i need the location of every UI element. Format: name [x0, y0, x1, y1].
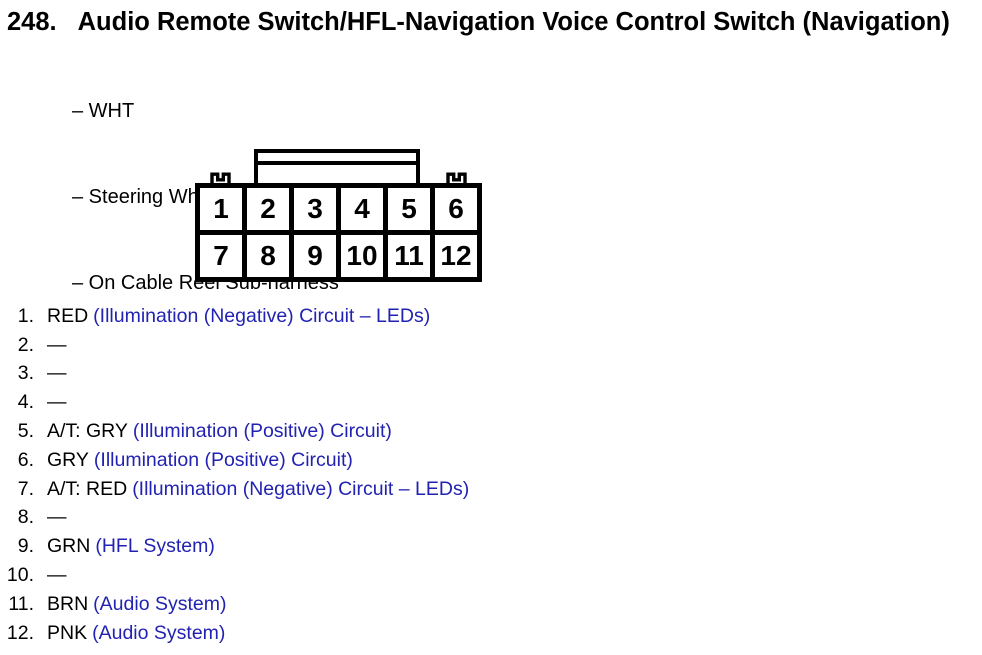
wire-color: RED: [47, 304, 89, 327]
connector-mount-tab-right: [446, 171, 467, 183]
wire-color: —: [47, 333, 67, 356]
pin-row: 5. A/T: GRY (Illumination (Positive) Cir…: [0, 417, 469, 446]
pin-cell-11: 11: [388, 235, 430, 277]
pin-row: 12. PNK (Audio System): [0, 619, 469, 648]
pin-number: 7.: [17, 477, 34, 500]
circuit-description: (Illumination (Positive) Circuit): [93, 448, 353, 471]
pin-cell-6: 6: [435, 188, 477, 230]
pin-cell-10: 10: [341, 235, 383, 277]
pin-row: 4. —: [0, 388, 469, 417]
pin-cell-12: 12: [435, 235, 477, 277]
pin-row: 8. —: [0, 504, 469, 533]
pin-row: 7. A/T: RED (Illumination (Negative) Cir…: [0, 475, 469, 504]
mount-tab-icon: [446, 172, 467, 183]
pin-cell-7: 7: [200, 235, 242, 277]
circuit-description: (Audio System): [93, 592, 227, 615]
pin-number: 11.: [8, 592, 34, 615]
pin-row: 11. BRN (Audio System): [0, 590, 469, 619]
pin-cell-8: 8: [247, 235, 289, 277]
connector-latch: [254, 149, 420, 188]
circuit-description: (Audio System): [92, 621, 226, 644]
pin-cell-5: 5: [388, 188, 430, 230]
connector-mount-tab-left: [210, 171, 231, 183]
wire-color: A/T: GRY: [47, 420, 128, 443]
pin-row: 3. —: [0, 360, 469, 389]
mount-tab-icon: [210, 172, 231, 183]
pin-number: 9.: [17, 535, 34, 558]
pin-row: 1. RED (Illumination (Negative) Circuit …: [0, 302, 469, 331]
wire-color: —: [47, 564, 67, 587]
wire-color: —: [47, 506, 67, 529]
pin-cell-2: 2: [247, 188, 289, 230]
circuit-description: (Illumination (Negative) Circuit – LEDs): [93, 304, 431, 327]
wire-color: BRN: [47, 592, 89, 615]
circuit-description: (HFL System): [95, 535, 215, 558]
wire-color: —: [47, 362, 67, 385]
circuit-description: (Illumination (Negative) Circuit – LEDs): [132, 477, 470, 500]
pin-number: 6.: [17, 448, 34, 471]
pin-cell-3: 3: [294, 188, 336, 230]
pin-number: 4.: [17, 391, 34, 414]
connector-pin-grid: 1 2 3 4 5 6 7 8 9 10 11 12: [195, 183, 482, 282]
wire-color: GRN: [47, 535, 91, 558]
page-heading: 248. Audio Remote Switch/HFL-Navigation …: [7, 9, 950, 36]
pin-row: 9. GRN (HFL System): [0, 532, 469, 561]
wire-color: PNK: [47, 621, 88, 644]
connector-latch-line: [258, 161, 416, 165]
pin-description-list: 1. RED (Illumination (Negative) Circuit …: [0, 302, 469, 648]
pin-number: 8.: [17, 506, 34, 529]
pin-number: 10.: [6, 564, 34, 587]
pin-number: 2.: [17, 333, 34, 356]
attribute-line-color: – WHT: [72, 100, 135, 123]
circuit-description: (Illumination (Positive) Circuit): [132, 420, 392, 443]
pin-row: 2. —: [0, 331, 469, 360]
pin-cell-9: 9: [294, 235, 336, 277]
pin-number: 1.: [17, 304, 34, 327]
page-title: Audio Remote Switch/HFL-Navigation Voice…: [77, 8, 950, 36]
wire-color: —: [47, 391, 67, 414]
pin-row: 6. GRY (Illumination (Positive) Circuit): [0, 446, 469, 475]
pin-number: 12.: [6, 621, 34, 644]
pin-row: 10. —: [0, 561, 469, 590]
pin-number: 3.: [17, 362, 34, 385]
pin-number: 5.: [17, 420, 34, 443]
pin-cell-4: 4: [341, 188, 383, 230]
wire-color: GRY: [47, 448, 89, 471]
item-number: 248.: [7, 8, 57, 36]
pin-cell-1: 1: [200, 188, 242, 230]
wire-color: A/T: RED: [47, 477, 128, 500]
